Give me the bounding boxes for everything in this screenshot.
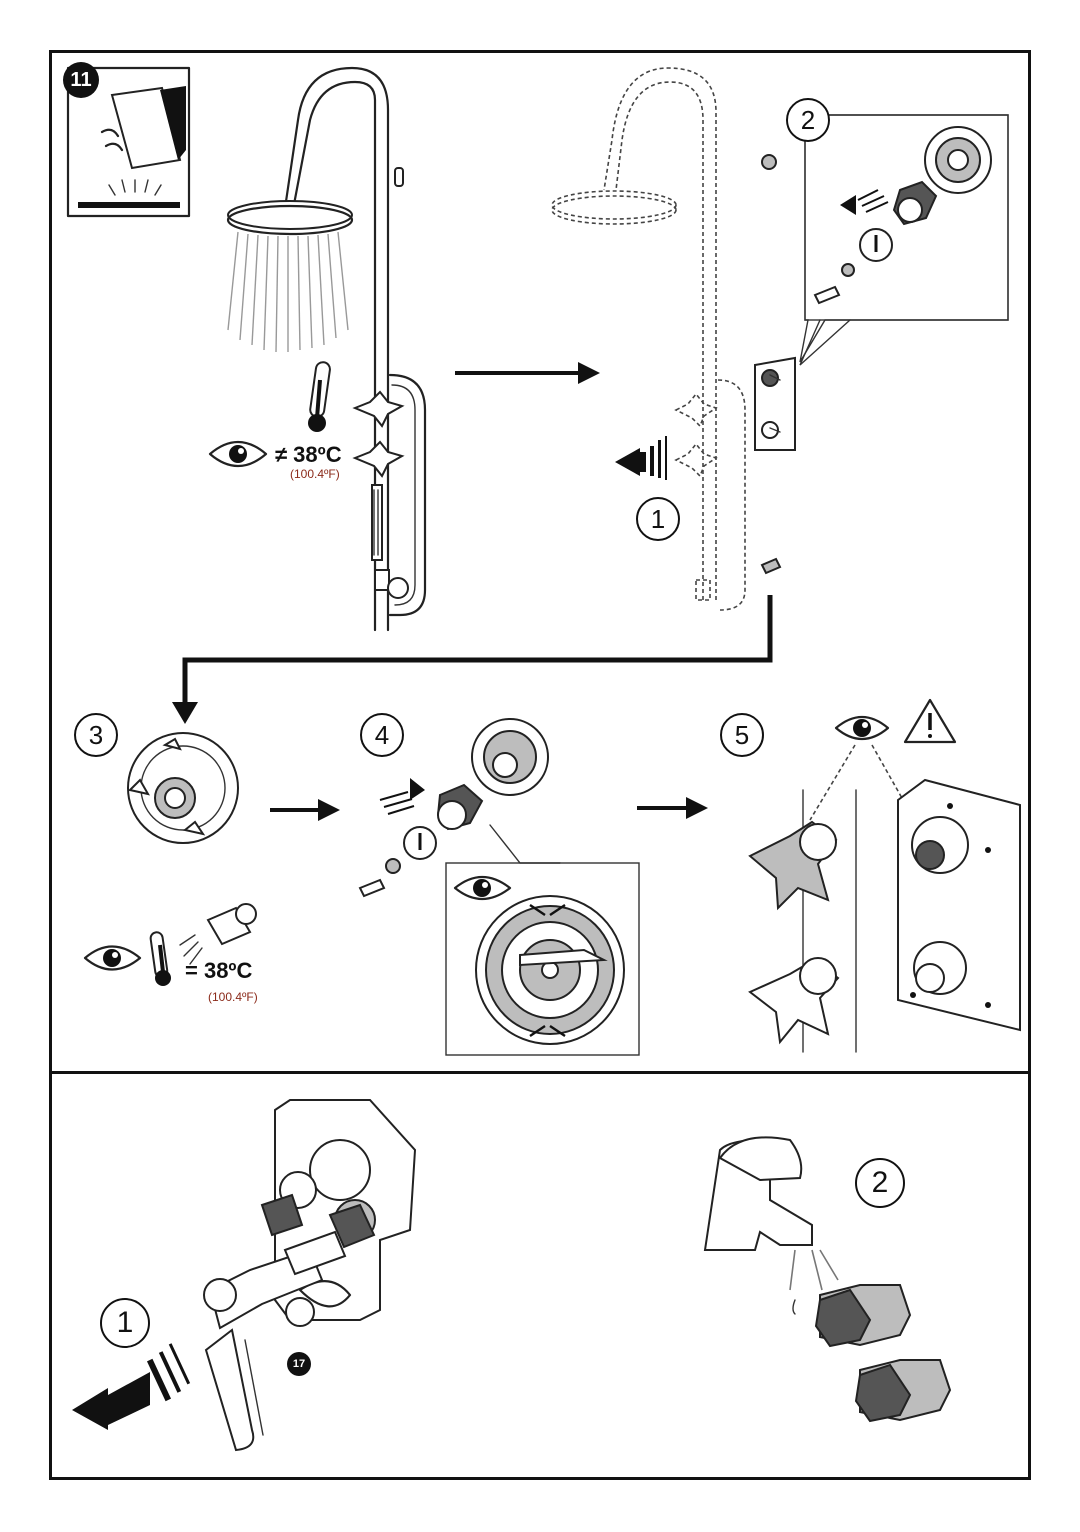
substep-2-bottom: 2 [855, 1158, 905, 1208]
arrow-icon [72, 1343, 191, 1430]
cloth-icon [66, 66, 191, 218]
substep-5: 5 [720, 713, 764, 757]
temperature-equal-fahrenheit: (100.4ºF) [208, 990, 258, 1004]
step-number-badge: 11 [63, 62, 99, 98]
wall-plate [754, 356, 796, 451]
temperature-equal: = 38ºC [185, 958, 253, 983]
substep-3: 3 [74, 713, 118, 757]
handles-5 [748, 789, 857, 1053]
substep-1-bottom: 1 [100, 1298, 150, 1348]
arrow-icon [615, 436, 667, 480]
cartridge-4 [358, 718, 549, 898]
faucet [703, 1136, 839, 1315]
arrow-icon [637, 797, 708, 819]
page-number: 17 [287, 1352, 311, 1376]
wall-plate [897, 778, 1021, 1032]
sight-lines [809, 744, 921, 831]
eye-icon [834, 715, 890, 741]
detail-inset-2 [799, 114, 1009, 366]
wrench [203, 1230, 347, 1452]
flow-arrow [172, 595, 773, 724]
cartridge-3 [127, 732, 239, 844]
thermometer-icon [308, 361, 331, 432]
temperature-not-equal-fahrenheit: (100.4ºF) [290, 467, 340, 481]
temperature-not-equal: ≠ 38ºC [275, 442, 342, 467]
check-valves [814, 1284, 952, 1423]
substep-4: 4 [360, 713, 404, 757]
substep-2-top: 2 [786, 98, 830, 142]
eye-icon [453, 876, 512, 900]
thermometer-icon [149, 903, 257, 986]
shower-column [226, 66, 427, 632]
arrow-icon [455, 362, 600, 384]
eye-icon [208, 441, 268, 467]
arrow-icon [270, 799, 340, 821]
detail-inset-4 [445, 824, 640, 1056]
substep-1-top: 1 [636, 497, 680, 541]
outer-frame [49, 50, 1031, 1480]
warning-icon [903, 698, 957, 744]
eye-icon [83, 945, 142, 971]
section-divider [49, 1071, 1031, 1074]
dashed-shower [551, 67, 746, 611]
